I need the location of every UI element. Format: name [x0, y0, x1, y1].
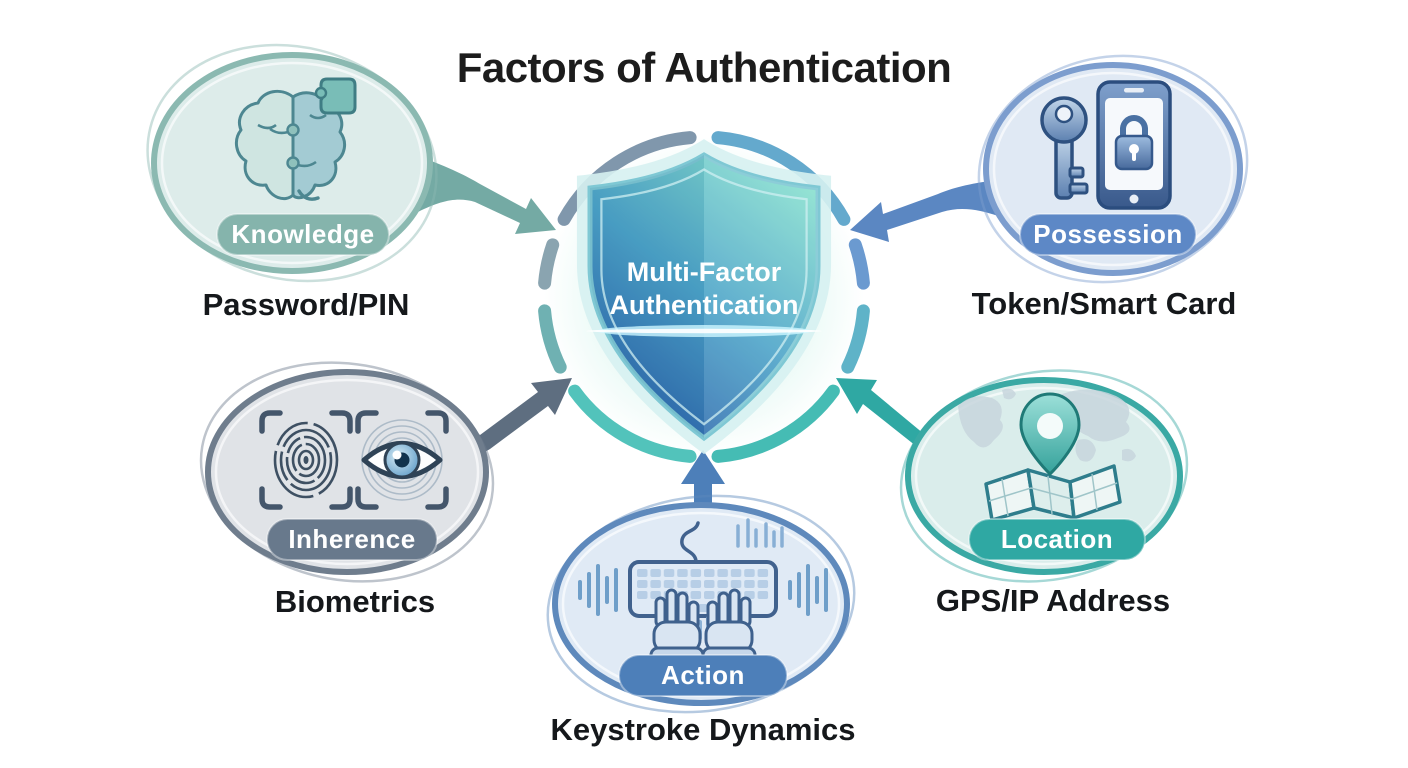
brain-puzzle-icon	[234, 77, 357, 201]
bubble-action: Action	[546, 494, 856, 714]
bubble-knowledge: Knowledge	[146, 43, 438, 283]
location-caption: GPS/IP Address	[936, 583, 1170, 618]
action-pill	[618, 654, 788, 697]
possession-caption: Token/Smart Card	[972, 286, 1237, 321]
key-icon	[1040, 96, 1089, 200]
shield-icon: Multi-Factor Authentication	[576, 139, 832, 455]
action-caption: Keystroke Dynamics	[551, 712, 856, 747]
knowledge-pill	[216, 213, 390, 256]
possession-pill-label: Possession	[1033, 219, 1183, 249]
map-pin-icon	[958, 388, 1136, 522]
action-pill-label: Action	[661, 660, 745, 690]
shield-label-line1: Multi-Factor	[627, 257, 782, 287]
page-title: Factors of Authentication	[457, 44, 952, 91]
location-pill	[968, 518, 1146, 561]
shield-label-line2: Authentication	[610, 290, 799, 320]
inherence-caption: Biometrics	[275, 584, 435, 619]
possession-pill	[1019, 213, 1197, 256]
arrow-possession-to-shield	[850, 180, 998, 242]
eye-scan-icon	[355, 410, 449, 510]
inherence-pill-label: Inherence	[288, 524, 415, 554]
key-and-phone-lock-icon	[1040, 80, 1172, 210]
fingerprint-icon	[259, 410, 353, 510]
phone-lock-icon	[1096, 80, 1172, 210]
inherence-pill	[266, 518, 438, 561]
knowledge-pill-label: Knowledge	[231, 219, 374, 249]
fingerprint-and-eye-icon	[259, 410, 449, 510]
bubble-possession: Possession	[977, 54, 1249, 284]
dashed-ring	[538, 131, 870, 463]
knowledge-caption: Password/PIN	[203, 287, 410, 322]
bubble-inherence: Inherence	[199, 361, 495, 583]
bubble-location: Location	[899, 369, 1189, 583]
location-pill-label: Location	[1001, 524, 1113, 554]
arrow-knowledge-to-shield	[418, 158, 556, 234]
